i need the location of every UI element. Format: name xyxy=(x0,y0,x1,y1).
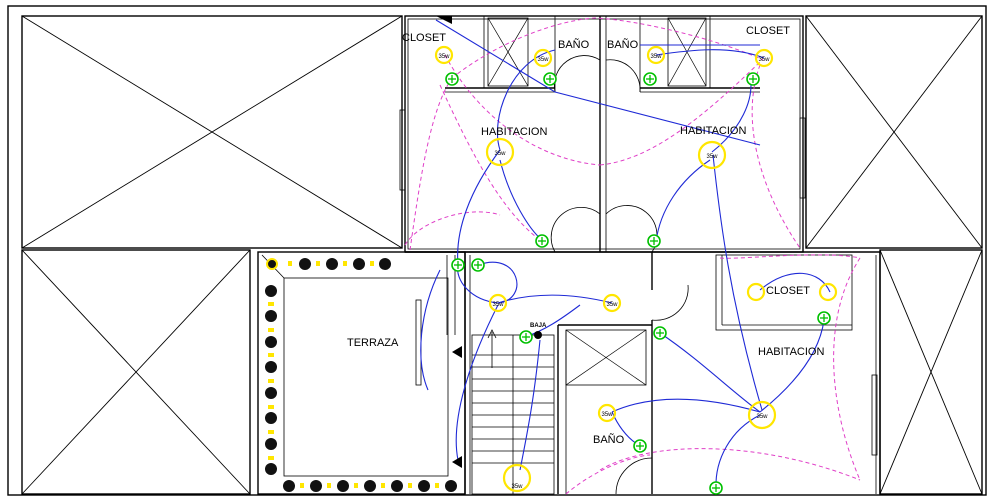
lamp-icon-closet-right: 35w xyxy=(754,48,774,68)
void-lot-top-left xyxy=(21,15,403,249)
lamp-icon-stair: 35w xyxy=(502,463,532,493)
panel-icon xyxy=(436,16,452,24)
outlet-icon-1 xyxy=(452,346,462,358)
switch-icon-3 xyxy=(643,72,657,86)
switch-icon-12 xyxy=(633,439,647,453)
outer-frame xyxy=(7,5,987,496)
void-lot-bottom-right xyxy=(879,249,983,495)
switch-icon-2 xyxy=(543,72,557,86)
switch-icon-6 xyxy=(647,234,661,248)
lamp-icon-habitacion-left: 35w xyxy=(485,137,515,167)
switch-icon-9 xyxy=(519,330,533,344)
secondary-circuits xyxy=(404,17,861,495)
svg-text:35w: 35w xyxy=(511,484,523,490)
svg-text:35w: 35w xyxy=(606,302,618,308)
lamp-icon-closet-mid-1 xyxy=(746,282,766,302)
void-lot-bottom-left xyxy=(21,249,251,495)
lamp-icon-closet-mid-2 xyxy=(818,282,838,302)
svg-text:35w: 35w xyxy=(492,302,504,308)
room-label-bano-2: BAÑO xyxy=(607,38,639,51)
svg-text:35w: 35w xyxy=(537,57,549,63)
svg-text:35w: 35w xyxy=(438,54,450,60)
room-label-bano-3: BAÑO xyxy=(593,433,625,446)
lamp-icon-closet-left: 35w xyxy=(434,45,454,65)
lamp-icon-bano-2: 35w xyxy=(646,45,666,65)
svg-text:35w: 35w xyxy=(650,54,662,60)
staircase xyxy=(471,329,555,495)
planter-row-top xyxy=(266,258,391,270)
room-label-habitacion-left: HABITACION xyxy=(481,126,547,138)
primary-circuits xyxy=(420,19,831,489)
svg-text:35w: 35w xyxy=(756,414,768,420)
planter-row-bottom xyxy=(283,480,457,492)
lamp-icon-hall-2: 35w xyxy=(602,293,622,313)
svg-text:35w: 35w xyxy=(494,151,506,157)
room-label-closet-right: CLOSET xyxy=(746,25,790,37)
room-label-closet-mid: CLOSET xyxy=(766,285,810,297)
outlet-icon-2 xyxy=(452,456,462,468)
lamp-icon-bano-3: 35w xyxy=(597,403,617,423)
switch-icon-10 xyxy=(653,326,667,340)
room-label-bano-1: BAÑO xyxy=(558,38,590,51)
terrace xyxy=(257,251,466,495)
svg-text:35w: 35w xyxy=(758,57,770,63)
room-label-habitacion-lower: HABITACION xyxy=(758,346,824,358)
svg-text:35w: 35w xyxy=(706,154,718,160)
void-lot-top-right xyxy=(805,15,983,249)
svg-text:35w: 35w xyxy=(601,412,613,418)
lamp-icon-habitacion-lower: 35w xyxy=(747,400,777,430)
room-label-terraza: TERRAZA xyxy=(347,337,399,349)
planter-row-left xyxy=(265,285,277,475)
switch-icon-7 xyxy=(451,258,465,272)
switch-icon-4 xyxy=(746,72,760,86)
switch-icon-13 xyxy=(709,481,723,495)
stair-label: BAJA xyxy=(530,323,547,329)
lamp-icon-habitacion-right: 35w xyxy=(697,140,727,170)
room-label-closet-left: CLOSET xyxy=(402,32,446,44)
switch-icon-5 xyxy=(535,234,549,248)
room-label-habitacion-right: HABITACION xyxy=(680,125,746,137)
switch-icon-11 xyxy=(817,311,831,325)
switch-icon-1 xyxy=(445,72,459,86)
switch-icon-8 xyxy=(471,258,485,272)
riser-icon xyxy=(534,331,542,339)
lamp-icon-bano-1: 35w xyxy=(533,48,553,68)
lamp-icon-hall: 35w xyxy=(488,293,508,313)
